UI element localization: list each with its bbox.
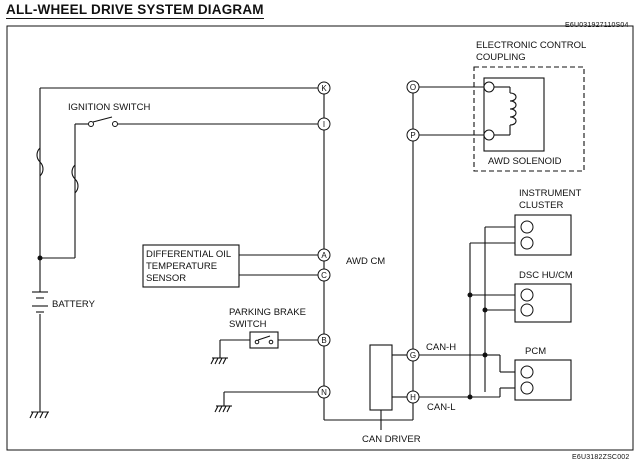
pcm-box [514, 359, 572, 401]
instrument-cluster-box [514, 214, 572, 256]
ignition-switch-contact-icon [112, 121, 118, 127]
pin-p-label: P [410, 131, 415, 140]
pin-g-label: G [410, 351, 416, 360]
diagram-code-bottom: E6U3182ZSC002 [572, 454, 630, 461]
diff-sensor-label-3: SENSOR [146, 273, 186, 284]
pin-g: G [406, 348, 420, 362]
diagram-frame [6, 25, 634, 451]
can-h-label: CAN-H [426, 342, 456, 353]
pin-i: I [317, 117, 331, 131]
diff-sensor-label-1: DIFFERENTIAL OIL [146, 249, 231, 260]
awd-cm-label: AWD CM [346, 256, 385, 267]
pin-c-label: C [321, 271, 327, 280]
pin-n: N [317, 385, 331, 399]
pin-n-label: N [321, 388, 327, 397]
ignition-switch-contact-icon [88, 121, 94, 127]
connector-icon [520, 220, 534, 234]
pin-k-label: K [321, 84, 327, 93]
pin-p: P [406, 128, 420, 142]
solenoid-coil-icon [509, 92, 517, 126]
parking-brake-label-1: PARKING BRAKE [229, 307, 306, 318]
pin-a: A [317, 248, 331, 262]
pin-b-label: B [321, 336, 326, 345]
diff-sensor-label-2: TEMPERATURE [146, 261, 217, 272]
can-l-label: CAN-L [427, 402, 456, 413]
parking-brake-switch-box [249, 331, 279, 349]
ignition-switch-label: IGNITION SWITCH [68, 102, 150, 113]
ecc-label-2: COUPLING [476, 52, 526, 63]
diagram-title: ALL-WHEEL DRIVE SYSTEM DIAGRAM [6, 2, 264, 19]
pcm-label: PCM [525, 346, 546, 357]
pin-c: C [317, 268, 331, 282]
solenoid-terminal-icon [483, 129, 495, 141]
instrument-cluster-label-1: INSTRUMENT [519, 188, 581, 199]
solenoid-terminal-icon [483, 81, 495, 93]
connector-icon [520, 288, 534, 302]
pin-o-label: O [410, 83, 416, 92]
ecc-dashed-box [473, 66, 585, 172]
parking-switch-contact-icon [254, 339, 260, 345]
parking-brake-label-2: SWITCH [229, 319, 267, 330]
pin-k: K [317, 81, 331, 95]
connector-icon [520, 365, 534, 379]
ecc-label-1: ELECTRONIC CONTROL [476, 40, 586, 51]
awd-solenoid-label: AWD SOLENOID [488, 156, 562, 167]
fuse-2-icon [71, 164, 79, 194]
battery-label: BATTERY [52, 299, 96, 310]
ignition-switch-lever-icon [92, 116, 113, 123]
connector-icon [520, 303, 534, 317]
connector-icon [520, 236, 534, 250]
fuse-1-icon [36, 147, 44, 177]
pin-h-label: H [410, 393, 416, 402]
pin-b: B [317, 333, 331, 347]
pin-i-label: I [323, 120, 325, 129]
differential-oil-temp-sensor-box [142, 244, 240, 288]
can-driver-box [369, 344, 393, 411]
pin-a-label: A [321, 251, 327, 260]
can-driver-label: CAN DRIVER [362, 434, 421, 445]
instrument-cluster-label-2: CLUSTER [519, 200, 563, 211]
connector-icon [520, 381, 534, 395]
awd-solenoid-box [483, 77, 545, 152]
pin-h: H [406, 390, 420, 404]
parking-switch-lever-icon [257, 335, 271, 341]
parking-switch-contact-icon [268, 339, 274, 345]
dsc-label: DSC HU/CM [519, 270, 573, 281]
pin-o: O [406, 80, 420, 94]
